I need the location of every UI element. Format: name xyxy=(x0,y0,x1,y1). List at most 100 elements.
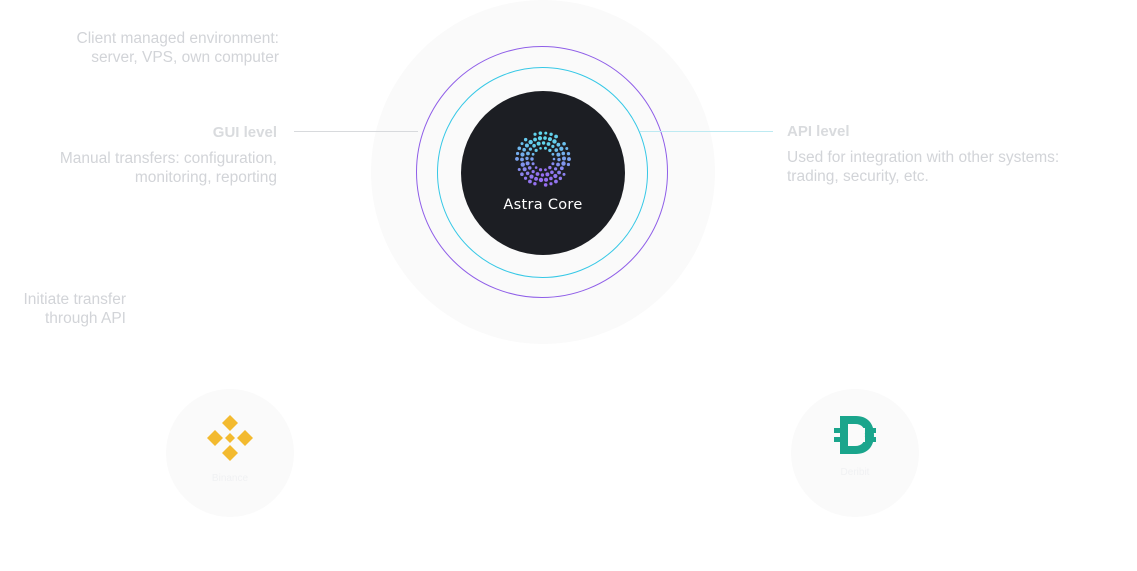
logo-dot xyxy=(540,173,545,177)
logo-dot xyxy=(562,141,566,146)
logo-dot xyxy=(544,168,547,172)
logo-dot xyxy=(545,172,550,177)
deribit-logo-icon xyxy=(834,416,876,454)
logo-dot xyxy=(531,162,535,166)
api-desc-line-1: Used for integration with other systems: xyxy=(787,149,1060,166)
logo-dot xyxy=(534,176,538,181)
logo-dot xyxy=(517,146,522,151)
logo-dot xyxy=(525,161,530,166)
logo-dot xyxy=(547,137,552,142)
logo-dot xyxy=(549,182,553,186)
logo-dot xyxy=(538,177,544,183)
logo-dot xyxy=(546,142,551,146)
initiate-line-1: Initiate transfer xyxy=(23,291,126,308)
logo-dot xyxy=(538,131,543,135)
environment-line-1: Client managed environment: xyxy=(76,30,279,47)
logo-dot xyxy=(557,170,561,175)
logo-dot xyxy=(533,132,537,136)
deribit-label: Deribit xyxy=(840,467,870,478)
logo-dot xyxy=(567,157,571,161)
gui-level-title: GUI level xyxy=(212,124,277,141)
logo-dot xyxy=(534,166,538,169)
logo-dot xyxy=(523,176,528,180)
api-level-title: API level xyxy=(787,123,850,140)
astra-core-label: Astra Core xyxy=(503,197,583,213)
binance-logo-icon xyxy=(207,415,253,461)
gui-connector-line xyxy=(294,131,418,132)
logo-dot xyxy=(548,165,552,170)
logo-dot xyxy=(528,139,533,145)
logo-dot xyxy=(554,134,558,139)
binance-label: Binance xyxy=(211,473,249,484)
logo-dot xyxy=(522,167,527,172)
logo-dot xyxy=(527,166,532,170)
api-level-description: Used for integration with other systems:… xyxy=(787,148,1117,186)
logo-dot xyxy=(552,157,556,161)
logo-dot xyxy=(544,177,549,182)
logo-dot xyxy=(526,151,530,156)
logo-dot xyxy=(548,148,552,153)
logo-dot xyxy=(515,151,520,156)
logo-dot xyxy=(543,183,548,187)
logo-dot xyxy=(515,157,519,161)
logo-dot xyxy=(536,141,541,146)
astra-core-logo-icon xyxy=(515,131,571,187)
logo-dot xyxy=(551,162,555,166)
inner-ring xyxy=(437,67,648,278)
logo-dot xyxy=(562,172,566,176)
logo-dot xyxy=(556,162,560,167)
logo-dot xyxy=(549,176,553,181)
logo-dot xyxy=(561,161,566,166)
astra-core-node xyxy=(461,91,625,255)
logo-dot xyxy=(550,170,554,175)
logo-dot xyxy=(552,139,557,144)
logo-dot xyxy=(528,147,532,151)
logo-dot xyxy=(520,152,525,157)
logo-dot xyxy=(554,179,558,184)
logo-dot xyxy=(543,146,547,150)
logo-dot xyxy=(531,170,535,174)
logo-dot xyxy=(558,176,563,181)
logo-dot xyxy=(520,157,524,162)
logo-dot xyxy=(549,132,553,136)
logo-dot xyxy=(532,143,536,148)
logo-dot xyxy=(551,144,555,148)
logo-dot xyxy=(538,168,543,172)
logo-dot xyxy=(534,148,538,152)
initiate-transfer-note: Initiate transfer through API xyxy=(0,290,126,328)
logo-dot xyxy=(559,166,564,171)
logo-dot xyxy=(543,136,547,140)
logo-dot xyxy=(517,168,521,172)
logo-dot xyxy=(520,142,524,146)
logo-dot xyxy=(561,156,566,161)
logo-dot xyxy=(522,147,526,152)
logo-dot xyxy=(553,173,558,179)
logo-dot xyxy=(557,157,561,162)
logo-dot xyxy=(544,131,548,135)
outer-ring xyxy=(416,46,668,298)
logo-dot xyxy=(530,157,534,161)
logo-dot xyxy=(554,167,558,171)
logo-dot xyxy=(535,172,540,176)
api-connector-line xyxy=(640,131,773,132)
logo-dot xyxy=(561,151,566,156)
environment-line-2: server, VPS, own computer xyxy=(91,49,279,66)
environment-description: Client managed environment: server, VPS,… xyxy=(20,29,279,67)
logo-dot xyxy=(554,148,559,152)
logo-dot xyxy=(559,146,564,151)
gui-desc-line-1: Manual transfers: configuration, xyxy=(59,150,277,167)
logo-dot xyxy=(531,152,535,156)
logo-dot xyxy=(520,162,525,167)
logo-dot xyxy=(529,174,534,179)
logo-dot xyxy=(524,143,529,148)
logo-dot xyxy=(565,146,569,150)
logo-dot xyxy=(541,141,546,145)
logo-dot xyxy=(525,156,529,161)
api-desc-line-2: trading, security, etc. xyxy=(787,168,929,185)
logo-dot xyxy=(556,142,561,147)
gui-level-description: Manual transfers: configuration, monitor… xyxy=(10,149,277,187)
logo-dot xyxy=(556,152,561,157)
logo-dot xyxy=(539,146,542,150)
initiate-line-2: through API xyxy=(44,310,126,327)
logo-dot xyxy=(566,151,571,156)
